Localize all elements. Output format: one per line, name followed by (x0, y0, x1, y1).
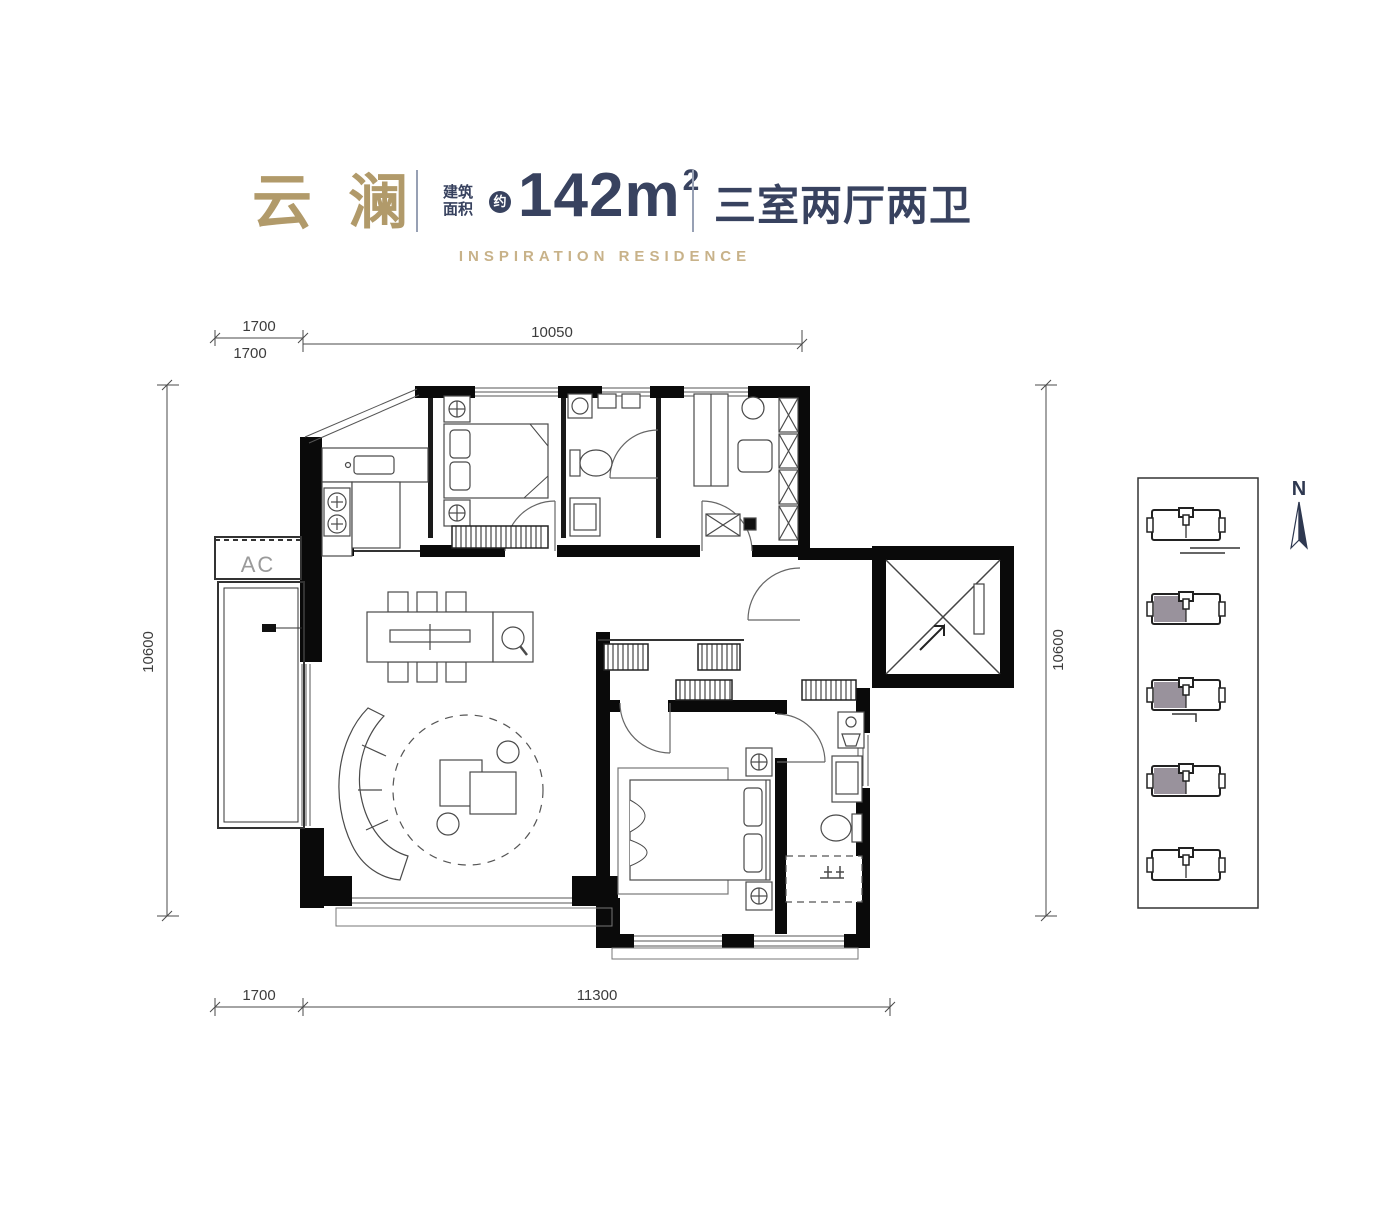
area-label-line1: 建筑 (443, 184, 474, 201)
keyplan-building (1146, 507, 1226, 541)
north-label: N (1292, 478, 1306, 500)
door-swings (504, 429, 826, 763)
compass: N (1290, 478, 1308, 550)
partition-walls (428, 398, 661, 538)
area-label: 建筑 面积 (443, 184, 473, 218)
area-number: 142m (518, 161, 681, 230)
keyplan (1137, 477, 1259, 909)
hallway-closets (451, 525, 857, 701)
approx-badge: 约 (489, 191, 511, 213)
keyplan-building (1146, 763, 1226, 797)
ac-platform: AC (214, 536, 302, 580)
dim-bottom-11300: 11300 (577, 987, 618, 1004)
west-balcony (217, 581, 305, 829)
keyplan-mark (1172, 713, 1197, 722)
dim-top-1700-a: 1700 (242, 318, 275, 335)
keyplan-building (1146, 677, 1226, 711)
structural-walls (300, 386, 878, 948)
closet-hatch (603, 643, 649, 671)
south-terrace-sill (335, 907, 613, 927)
north-arrow-right (1298, 501, 1308, 550)
bathroom1-fixtures (567, 393, 641, 537)
bedroom3-furniture (693, 393, 799, 541)
dim-top-1700-b: 1700 (233, 345, 266, 362)
living-furniture (338, 707, 544, 881)
master-bedroom-furniture (617, 747, 773, 911)
dimension-right: 10600 (1035, 379, 1067, 922)
dim-top-10050: 10050 (531, 324, 573, 341)
subtitle: INSPIRATION RESIDENCE (458, 248, 752, 265)
keyplan-building (1146, 591, 1226, 625)
ac-label: AC (241, 552, 276, 577)
dimension-bottom: 1700 11300 (209, 987, 896, 1016)
header-divider (416, 170, 418, 232)
layout-summary: 三室两厅两卫 (714, 182, 973, 229)
closet-hatch (801, 679, 857, 701)
dim-bottom-1700: 1700 (242, 987, 275, 1004)
brand-title: 云澜 (252, 169, 444, 236)
keyplan-road-mark (1180, 547, 1240, 554)
north-arrow-left (1290, 501, 1300, 550)
closet-hatch (697, 643, 741, 671)
dining-furniture (366, 591, 534, 683)
dimension-left: 10600 (140, 379, 179, 922)
master-window-sill (611, 947, 859, 960)
header-divider-2 (692, 170, 694, 232)
area-label-line2: 面积 (443, 201, 474, 218)
elevator-shaft (872, 546, 1014, 688)
dim-right-10600: 10600 (1050, 629, 1067, 671)
dimension-top: 1700 1700 10050 (209, 318, 808, 362)
closet-hatch (451, 525, 549, 549)
bedroom2-furniture (443, 395, 549, 527)
dim-left-10600: 10600 (140, 631, 157, 673)
closet-hatch (675, 679, 733, 701)
area-superscript: 2 (683, 164, 701, 197)
keyplan-building (1146, 847, 1226, 881)
area-value: 142m2 (518, 160, 701, 231)
kitchen-furniture (321, 447, 429, 557)
master-bath-fixtures (785, 711, 865, 903)
